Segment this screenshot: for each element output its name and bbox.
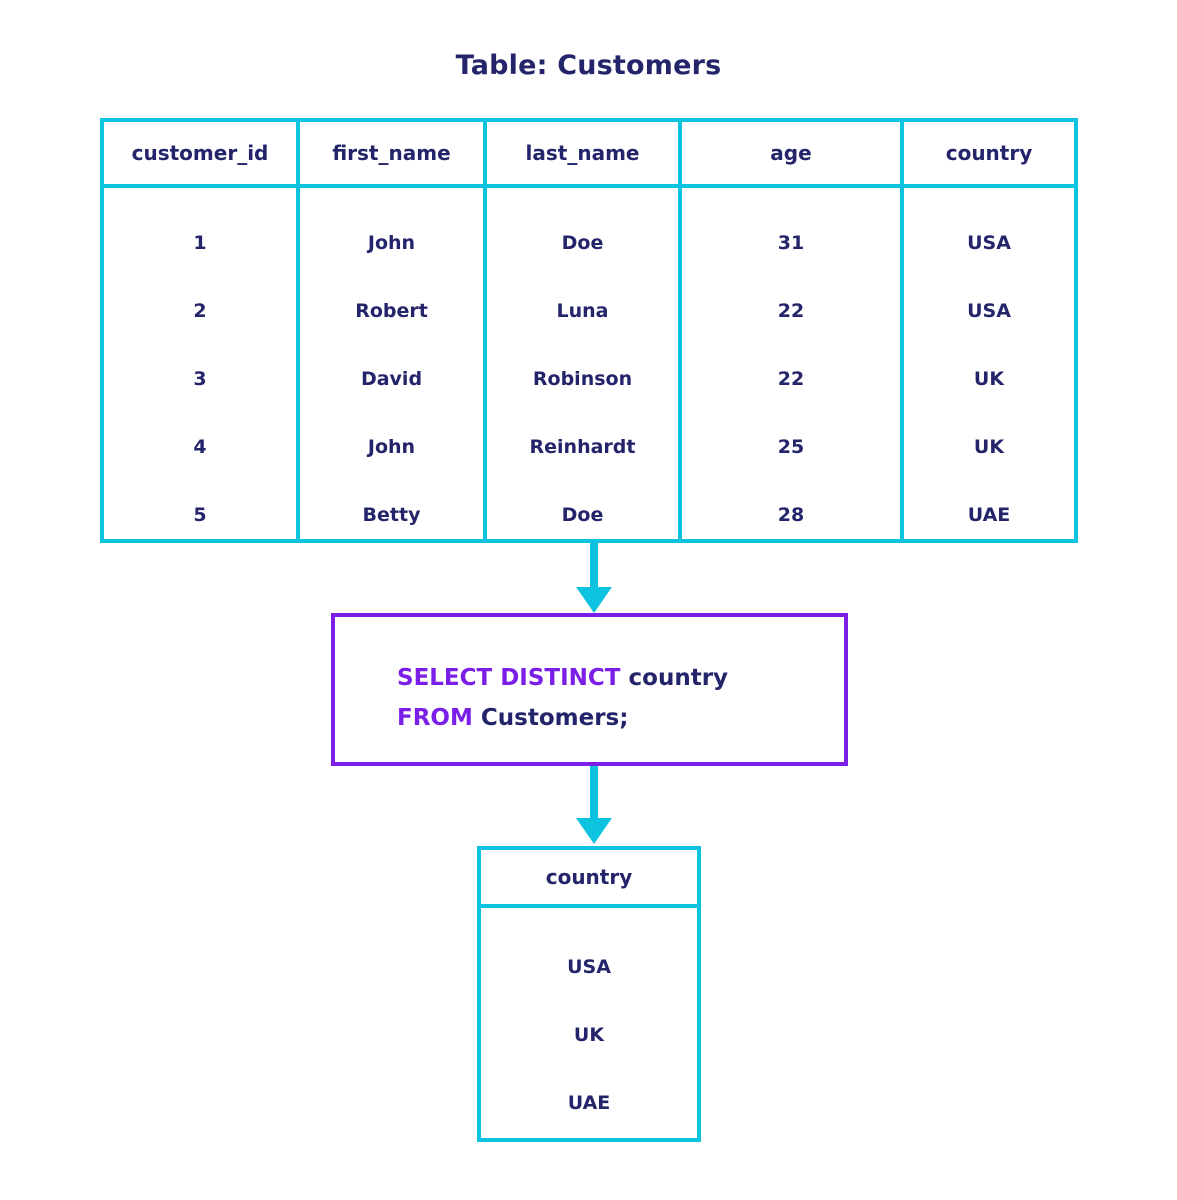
result-table-body: USA UK UAE [481,908,697,1137]
table-column-customer-id: 1 2 3 4 5 [104,188,300,539]
table-cell: 3 [193,368,207,390]
table-cell: Reinhardt [529,436,636,458]
sql-identifier-customers: Customers; [480,705,629,731]
result-table-header-row: country [481,850,697,908]
column-header-label: customer_id [131,141,269,165]
column-header-age: age [682,122,904,184]
table-cell: 5 [193,504,207,526]
sql-line-1: SELECT DISTINCT country [397,658,844,698]
table-cell: USA [967,300,1011,322]
result-table-cell: UK [573,1024,605,1046]
arrow-down-icon-table-to-query [576,543,612,613]
source-table-header-row: customer_id first_name last_name age cou… [104,122,1074,188]
source-table-body: 1 2 3 4 5 John Robert David John Betty D… [104,188,1074,539]
column-header-label: country [945,141,1033,165]
table-cell: Doe [561,504,604,526]
table-column-country: USA USA UK UK UAE [904,188,1074,539]
sql-query-box: SELECT DISTINCT country FROM Customers; [331,613,848,766]
sql-keyword-from: FROM [397,705,473,731]
table-column-last-name: Doe Luna Robinson Reinhardt Doe [487,188,682,539]
sql-keyword-select-distinct: SELECT DISTINCT [397,665,621,691]
table-cell: 28 [777,504,805,526]
result-column-header-country: country [545,865,633,889]
table-cell: 22 [777,300,805,322]
table-cell: 22 [777,368,805,390]
table-cell: UAE [967,504,1011,526]
table-cell: Luna [556,300,609,322]
column-header-first-name: first_name [300,122,487,184]
table-cell: 4 [193,436,207,458]
table-column-first-name: John Robert David John Betty [300,188,487,539]
table-cell: 25 [777,436,805,458]
table-cell: John [367,436,416,458]
table-cell: USA [967,232,1011,254]
table-cell: 31 [777,232,805,254]
arrow-down-icon-query-to-result [576,766,612,844]
table-cell: Robert [355,300,428,322]
table-cell: Doe [561,232,604,254]
sql-identifier-country: country [628,665,729,691]
result-table-cell: UAE [567,1092,611,1114]
table-cell: UK [973,368,1005,390]
table-cell: 1 [193,232,207,254]
table-cell: John [367,232,416,254]
table-column-age: 31 22 22 25 28 [682,188,904,539]
column-header-customer-id: customer_id [104,122,300,184]
sql-line-2: FROM Customers; [397,698,844,738]
page-title: Table: Customers [455,50,722,81]
column-header-last-name: last_name [487,122,682,184]
table-cell: Robinson [532,368,633,390]
table-cell: David [360,368,423,390]
column-header-label: last_name [525,141,640,165]
column-header-label: first_name [332,141,451,165]
column-header-country: country [904,122,1074,184]
table-cell: 2 [193,300,207,322]
result-table-cell: USA [567,956,611,978]
table-cell: Betty [362,504,421,526]
table-cell: UK [973,436,1005,458]
result-table: country USA UK UAE [477,846,701,1142]
source-table: customer_id first_name last_name age cou… [100,118,1078,543]
column-header-label: age [770,141,812,165]
